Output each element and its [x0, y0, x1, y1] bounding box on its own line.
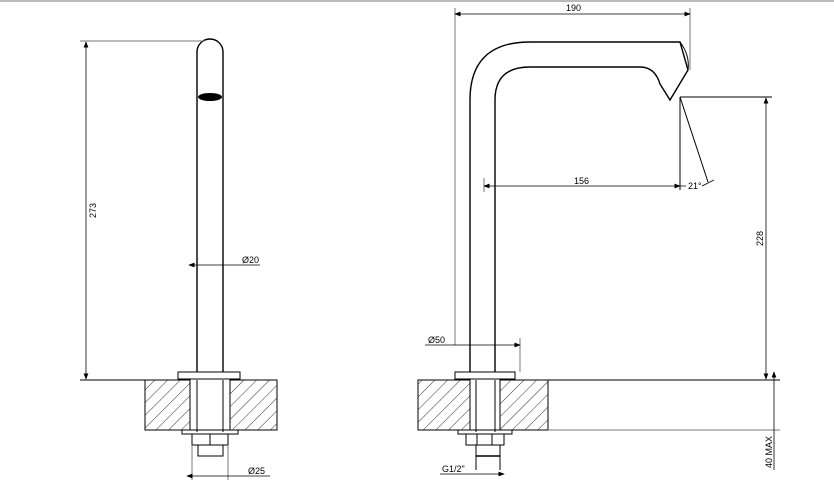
aerator-outlet	[198, 93, 222, 101]
side-counter-left	[144, 379, 191, 431]
front-base-plate	[454, 371, 516, 380]
dim-190-label: 190	[566, 3, 581, 13]
dim-228-label: 228	[755, 231, 765, 246]
side-spout-pipe	[196, 38, 224, 372]
front-fitting	[475, 445, 501, 470]
dim-20-label: Ø20	[242, 255, 259, 265]
front-spout-pipe	[469, 41, 689, 372]
side-base-plate	[177, 371, 241, 380]
side-washer	[181, 429, 239, 435]
side-fitting	[197, 445, 224, 457]
dim-50-label: Ø50	[428, 335, 445, 345]
dim-40max-label: 40 MAX	[764, 436, 774, 468]
dim-25-label: Ø25	[248, 466, 265, 476]
front-counter-right	[499, 379, 549, 431]
dim-273-label: 273	[88, 203, 98, 218]
front-washer	[457, 429, 513, 435]
dim-156-label: 156	[574, 176, 589, 186]
front-nut	[465, 433, 505, 446]
dim-angle-label: 21°	[688, 181, 702, 191]
dim-thread-label: G1/2"	[442, 464, 465, 474]
front-counter-left	[417, 379, 471, 431]
side-counter-right	[229, 379, 278, 431]
front-view: 190 156 21° 228 40 MAX Ø50 G1/2"	[417, 3, 780, 477]
side-view: 273 Ø20 Ø25	[80, 38, 278, 480]
